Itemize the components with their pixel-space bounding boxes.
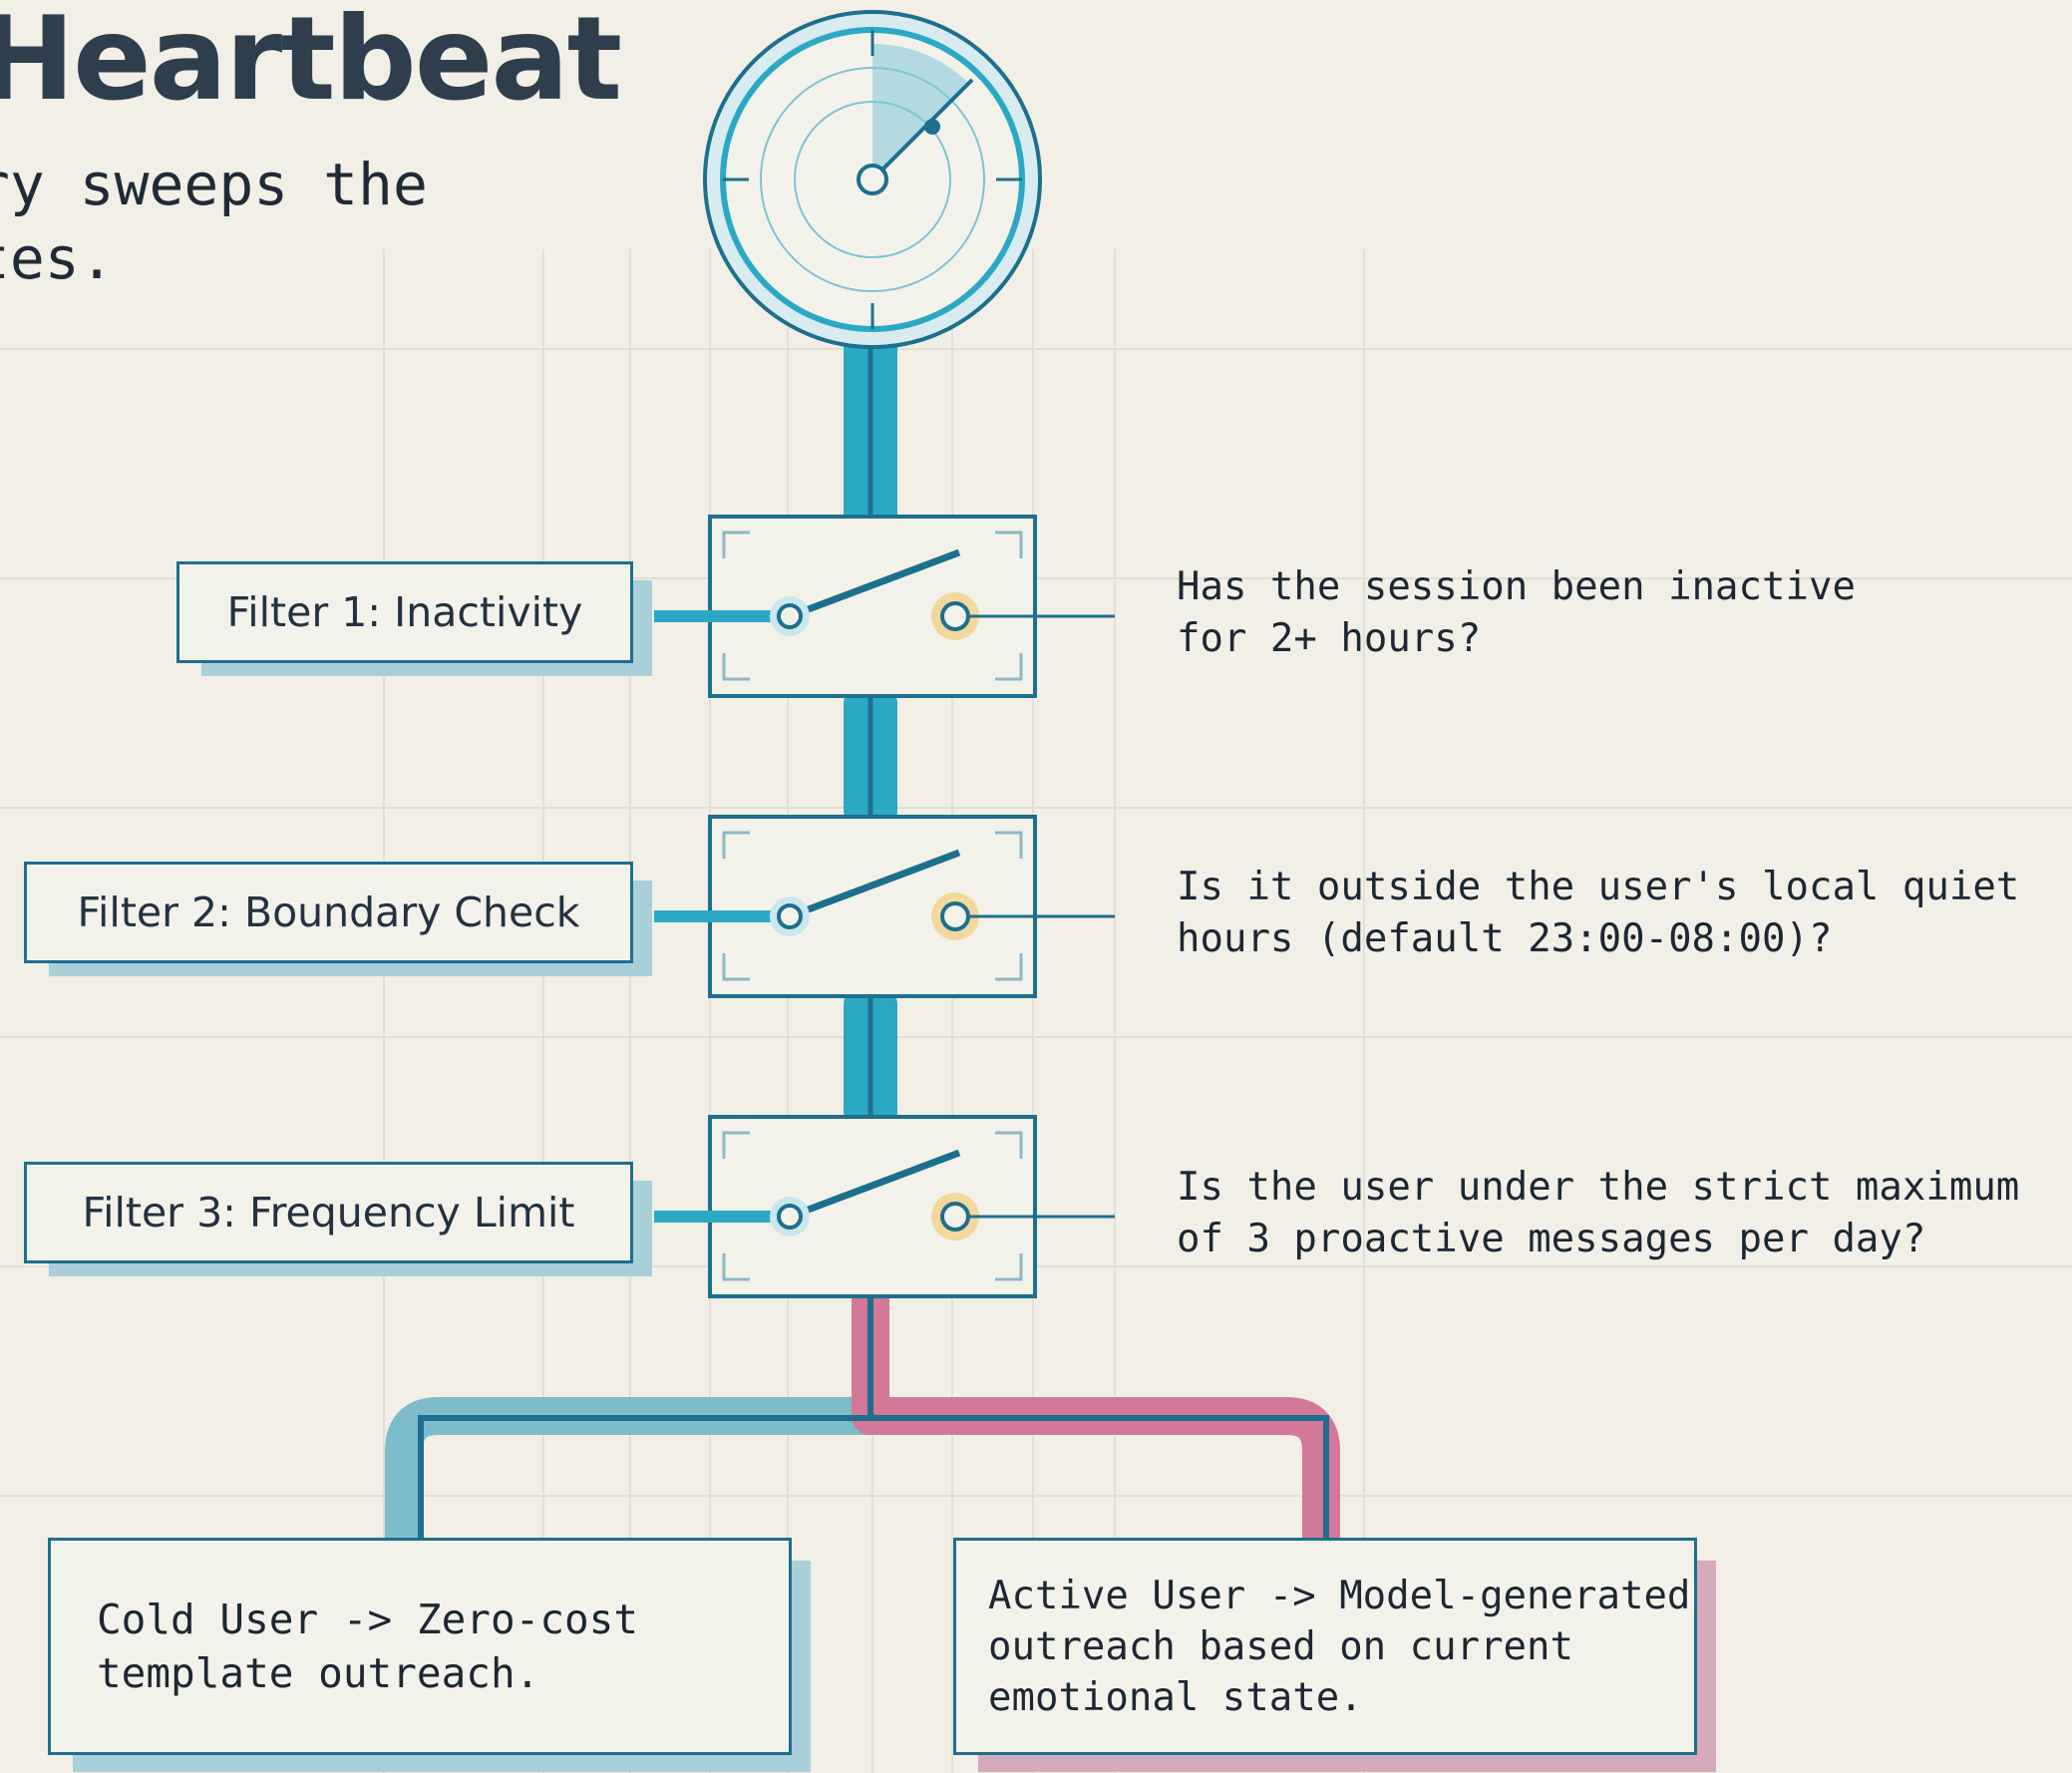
filter-1-question: Has the session been inactive for 2+ hou… [1177,564,1856,661]
subtitle-line-2: utes. [0,224,115,292]
filter-2-label: Filter 2: Boundary Check [24,862,633,963]
page-title: Heartbeat [0,0,622,127]
subtitle-line-1: ery sweeps the [0,151,428,218]
branch-pipes [385,1296,1340,1541]
filter-2-question: Is it outside the user's local quiet hou… [1177,865,2020,961]
filter-3-question: Is the user under the strict maximum of … [1177,1165,2020,1261]
cold-user-outcome: Cold User -> Zero-cost template outreach… [48,1538,792,1755]
switch-1-icon [654,515,1115,698]
trunk-pipe [844,329,897,1135]
page-subtitle: ery sweeps the utes. [0,148,428,295]
filter-3-label: Filter 3: Frequency Limit [24,1162,633,1263]
filter-1-label: Filter 1: Inactivity [176,561,633,663]
active-user-outcome: Active User -> Model-generated outreach … [953,1538,1697,1755]
clock-radar-icon [703,10,1042,349]
switch-2-icon [654,815,1115,998]
switch-3-icon [654,1115,1115,1298]
cold-user-outcome-text: Cold User -> Zero-cost template outreach… [97,1596,639,1697]
active-user-outcome-text: Active User -> Model-generated outreach … [988,1573,1691,1720]
